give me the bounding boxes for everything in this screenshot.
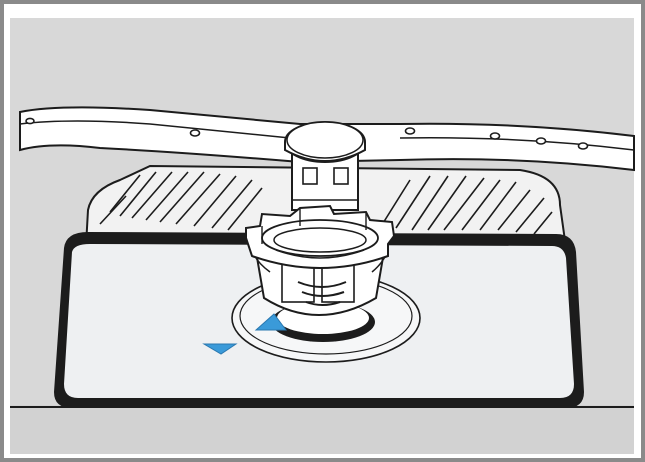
coarse-filter-rim [245, 204, 396, 269]
left-grate [99, 171, 263, 231]
spray-nozzles [25, 117, 589, 150]
spray-arm-hub [284, 121, 366, 211]
alignment-arrow-down [202, 343, 238, 355]
right-grate [379, 175, 553, 235]
alignment-arrow-up [254, 313, 287, 331]
tub-floor [10, 405, 634, 454]
